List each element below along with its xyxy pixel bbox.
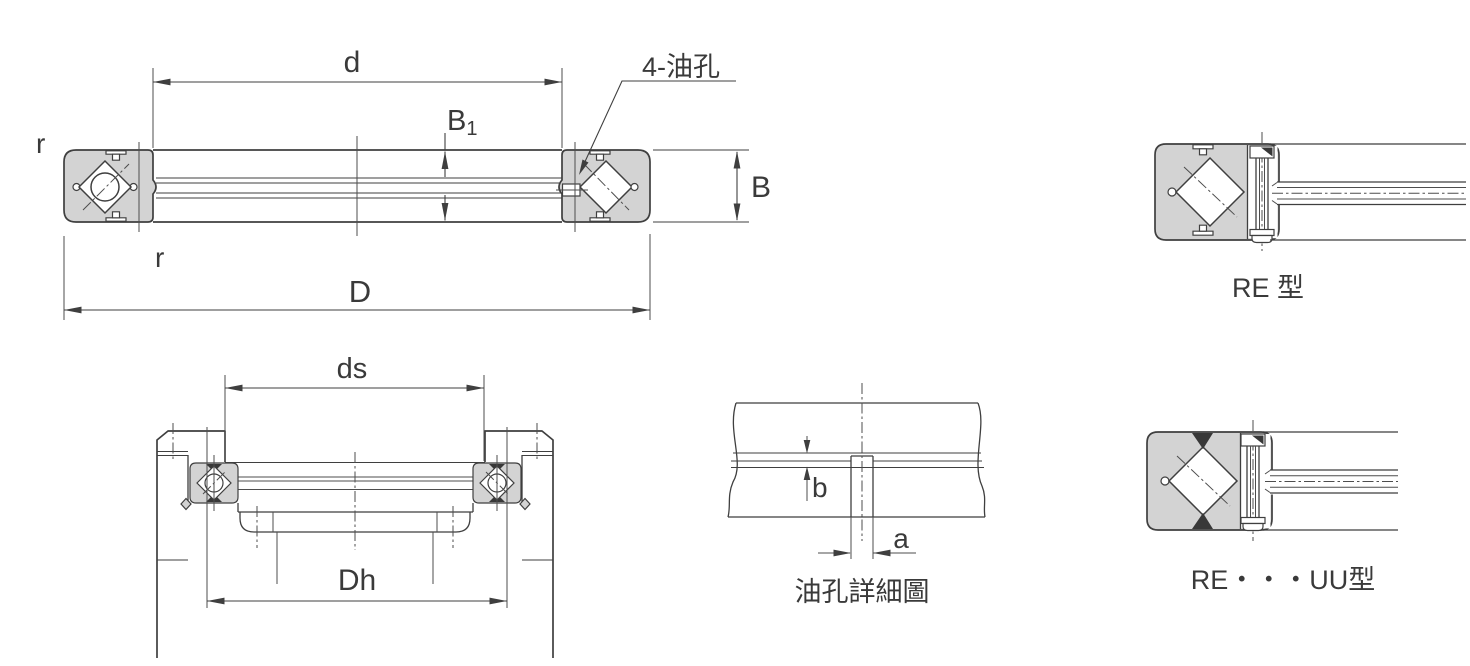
seal-tab-icon: [595, 153, 605, 161]
re-type-caption: RE 型: [1232, 273, 1304, 303]
dimension-a-small: a: [818, 523, 916, 557]
dimension-ds: ds: [224, 353, 485, 461]
housing-left: [156, 423, 226, 658]
bearing-block-right: [472, 455, 531, 511]
dim-label-d: d: [344, 46, 361, 79]
corner-pocket: [1167, 187, 1177, 197]
oil-hole-callout: 4-油孔: [579, 52, 736, 175]
dimension-b-small: b: [803, 436, 828, 503]
dimension-dh: Dh: [206, 427, 508, 608]
seal-tab-icon: [589, 150, 611, 155]
bolt-nut: [1242, 522, 1264, 532]
dim-label-b-small: b: [812, 472, 828, 503]
mounting-bolt: [1240, 420, 1266, 541]
dim-label-ds: ds: [337, 353, 368, 385]
bolt-washer: [1240, 516, 1266, 525]
roller-axis-icon: [1176, 455, 1231, 507]
seal-tab-icon: [1192, 144, 1214, 150]
dim-label-b: B: [751, 171, 771, 204]
seal-tab-icon: [595, 211, 605, 219]
dimension-b1: B1: [441, 105, 477, 221]
dimension-d: d: [152, 46, 563, 148]
dim-label-D: D: [349, 274, 371, 309]
dim-label-a-small: a: [893, 523, 909, 554]
break-line-right: [977, 402, 986, 518]
left-ring-block: [63, 142, 157, 232]
dimension-b: B: [653, 149, 771, 223]
plug-tab-icon: [519, 497, 531, 511]
roller-circle: [90, 172, 120, 202]
seal-icon: [1192, 433, 1213, 449]
corner-pocket: [630, 182, 639, 192]
mating-shaft-lines: [1270, 143, 1466, 241]
seal-tab-icon: [111, 153, 121, 161]
ring-section-lines: [153, 149, 562, 223]
main-section-view: d B1 B D r: [36, 46, 771, 320]
seal-tab-icon: [1198, 224, 1208, 232]
dim-label-r-top: r: [36, 128, 45, 159]
roller-diamond: [1167, 445, 1239, 517]
seal-tab-icon: [1198, 148, 1208, 156]
bearing-block-left: [180, 455, 239, 511]
dim-label-r-bottom: r: [155, 242, 164, 273]
break-line-left: [727, 402, 738, 518]
re-uu-type-view: RE・・・UU型: [1146, 420, 1399, 595]
re-uu-type-caption: RE・・・UU型: [1191, 565, 1376, 595]
oil-hole-detail-view: b a 油孔詳細圖: [727, 383, 986, 607]
roller-axis-icon: [583, 163, 630, 211]
dim-label-dh: Dh: [338, 564, 376, 597]
oil-hole-bore: [850, 383, 874, 559]
plug-tab-icon: [180, 497, 192, 511]
right-ring-block: [556, 142, 651, 232]
mounting-section-view: ds Dh: [156, 353, 554, 658]
ring-band: [727, 402, 986, 518]
oil-hole-callout-label: 4-油孔: [642, 52, 720, 82]
roller-axis-icon: [82, 163, 130, 211]
seal-icon: [1192, 513, 1213, 529]
oil-detail-caption: 油孔詳細圖: [795, 577, 930, 607]
mating-shaft-lines: [1263, 431, 1398, 531]
seal-tab-icon: [111, 211, 121, 219]
housing-right: [484, 423, 554, 658]
roller-diamond: [1174, 156, 1246, 228]
shaft-section: [225, 452, 485, 584]
dim-label-b1: B1: [447, 105, 477, 140]
corner-pocket: [1160, 476, 1170, 486]
dimension-D: D: [63, 234, 651, 320]
re-type-view: RE 型: [1154, 132, 1467, 303]
bolt-washer: [1249, 228, 1275, 237]
roller-axis-icon: [1183, 166, 1238, 218]
seal-tab-icon: [105, 150, 127, 155]
bolt-nut: [1251, 234, 1273, 244]
